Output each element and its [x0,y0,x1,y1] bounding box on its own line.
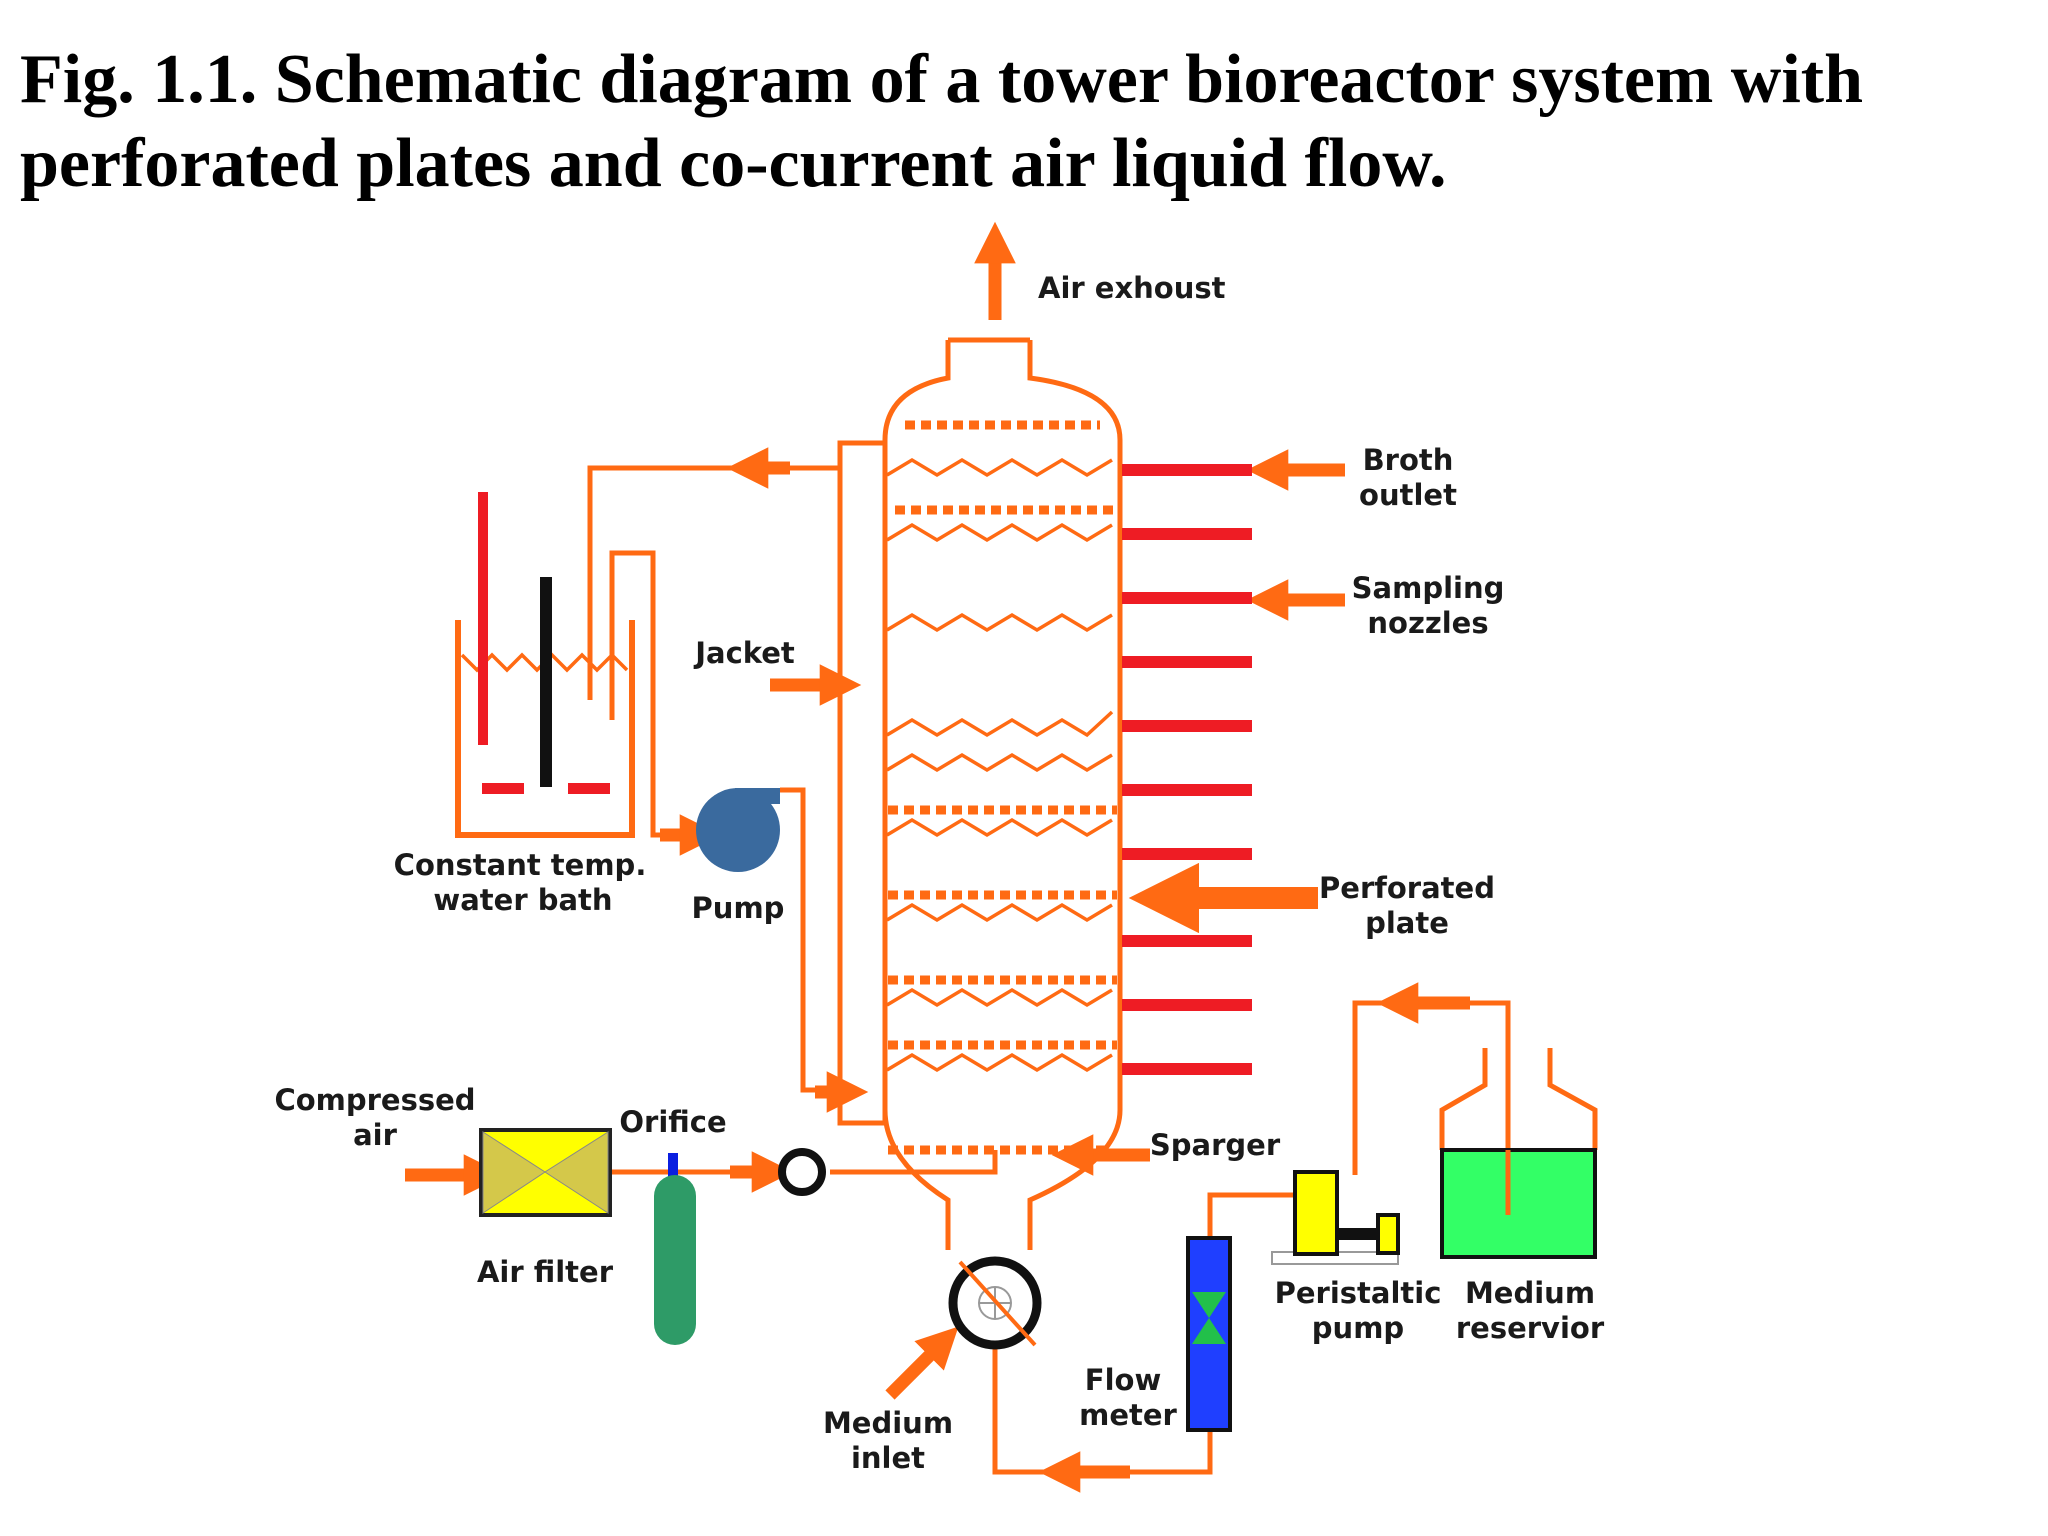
stirrer-blade-left [482,783,524,794]
jacket [837,440,888,1126]
stirrer-blade-right [568,783,610,794]
pump-to-jacket-pipe [780,787,840,1093]
thermometer [478,492,488,745]
label-perforated-1: Perforated [1319,871,1495,905]
label-water-bath-2: water bath [433,883,612,917]
label-flow-meter-2: meter [1079,1398,1177,1432]
label-broth-outlet-2: outlet [1359,478,1457,512]
title-line-1: Fig. 1.1. Schematic diagram of a tower b… [20,41,1864,118]
arrow-medium-inlet [885,1326,959,1400]
air-filter-icon [479,1128,612,1217]
label-compressed-1: Compressed [274,1083,475,1117]
label-water-bath-1: Constant temp. [394,848,647,882]
flowmeter-to-pump-pipe [1207,1192,1295,1238]
label-pump: Pump [692,891,785,925]
reservoir-neck-right [1547,1048,1598,1150]
label-sampling-2: nozzles [1367,606,1488,640]
water-bath [455,620,635,838]
reservoir-neck-left [1439,1048,1488,1150]
label-air-filter: Air filter [477,1255,614,1289]
label-jacket: Jacket [693,636,795,670]
perforated-plates [888,420,1117,1050]
bath-to-pump-pipe [609,550,700,838]
label-sparger: Sparger [1150,1128,1281,1162]
zigzag-baffles [886,457,1114,1073]
air-to-sparger-pipe [830,1150,998,1175]
label-flow-meter-1: Flow [1085,1363,1161,1397]
peristaltic-pump-icon [1271,1170,1400,1265]
label-medium-inlet-1: Medium [823,1406,953,1440]
label-perforated-2: plate [1365,906,1449,940]
bottom-valve-icon [948,1256,1042,1350]
centrifugal-pump-icon [696,788,780,872]
sampling-nozzles [1122,464,1252,1075]
label-reservoir-1: Medium [1465,1276,1595,1310]
tower-column [882,337,1123,1250]
label-peristaltic-2: pump [1312,1311,1404,1345]
title-line-2: perforated plates and co-current air liq… [20,125,1447,202]
label-air-exhaust: Air exhoust [1038,271,1226,305]
label-peristaltic-1: Peristaltic [1275,1276,1442,1310]
label-orifice: Orifice [619,1105,726,1139]
gas-cylinder-icon [654,1175,696,1345]
label-reservoir-2: reservior [1456,1311,1605,1345]
valve-ring-icon [778,1148,826,1196]
label-broth-outlet-1: Broth [1363,443,1454,477]
label-medium-inlet-2: inlet [851,1441,925,1475]
medium-reservoir-icon [1440,1148,1597,1259]
flow-meter-icon [1186,1236,1232,1432]
stirrer-shaft [540,577,552,787]
label-sampling-1: Sampling [1352,571,1505,605]
flow-arrows [405,221,1470,1493]
orifice-icon [668,1153,678,1191]
figure-title: Fig. 1.1. Schematic diagram of a tower b… [20,38,2020,206]
label-compressed-2: air [353,1118,398,1152]
